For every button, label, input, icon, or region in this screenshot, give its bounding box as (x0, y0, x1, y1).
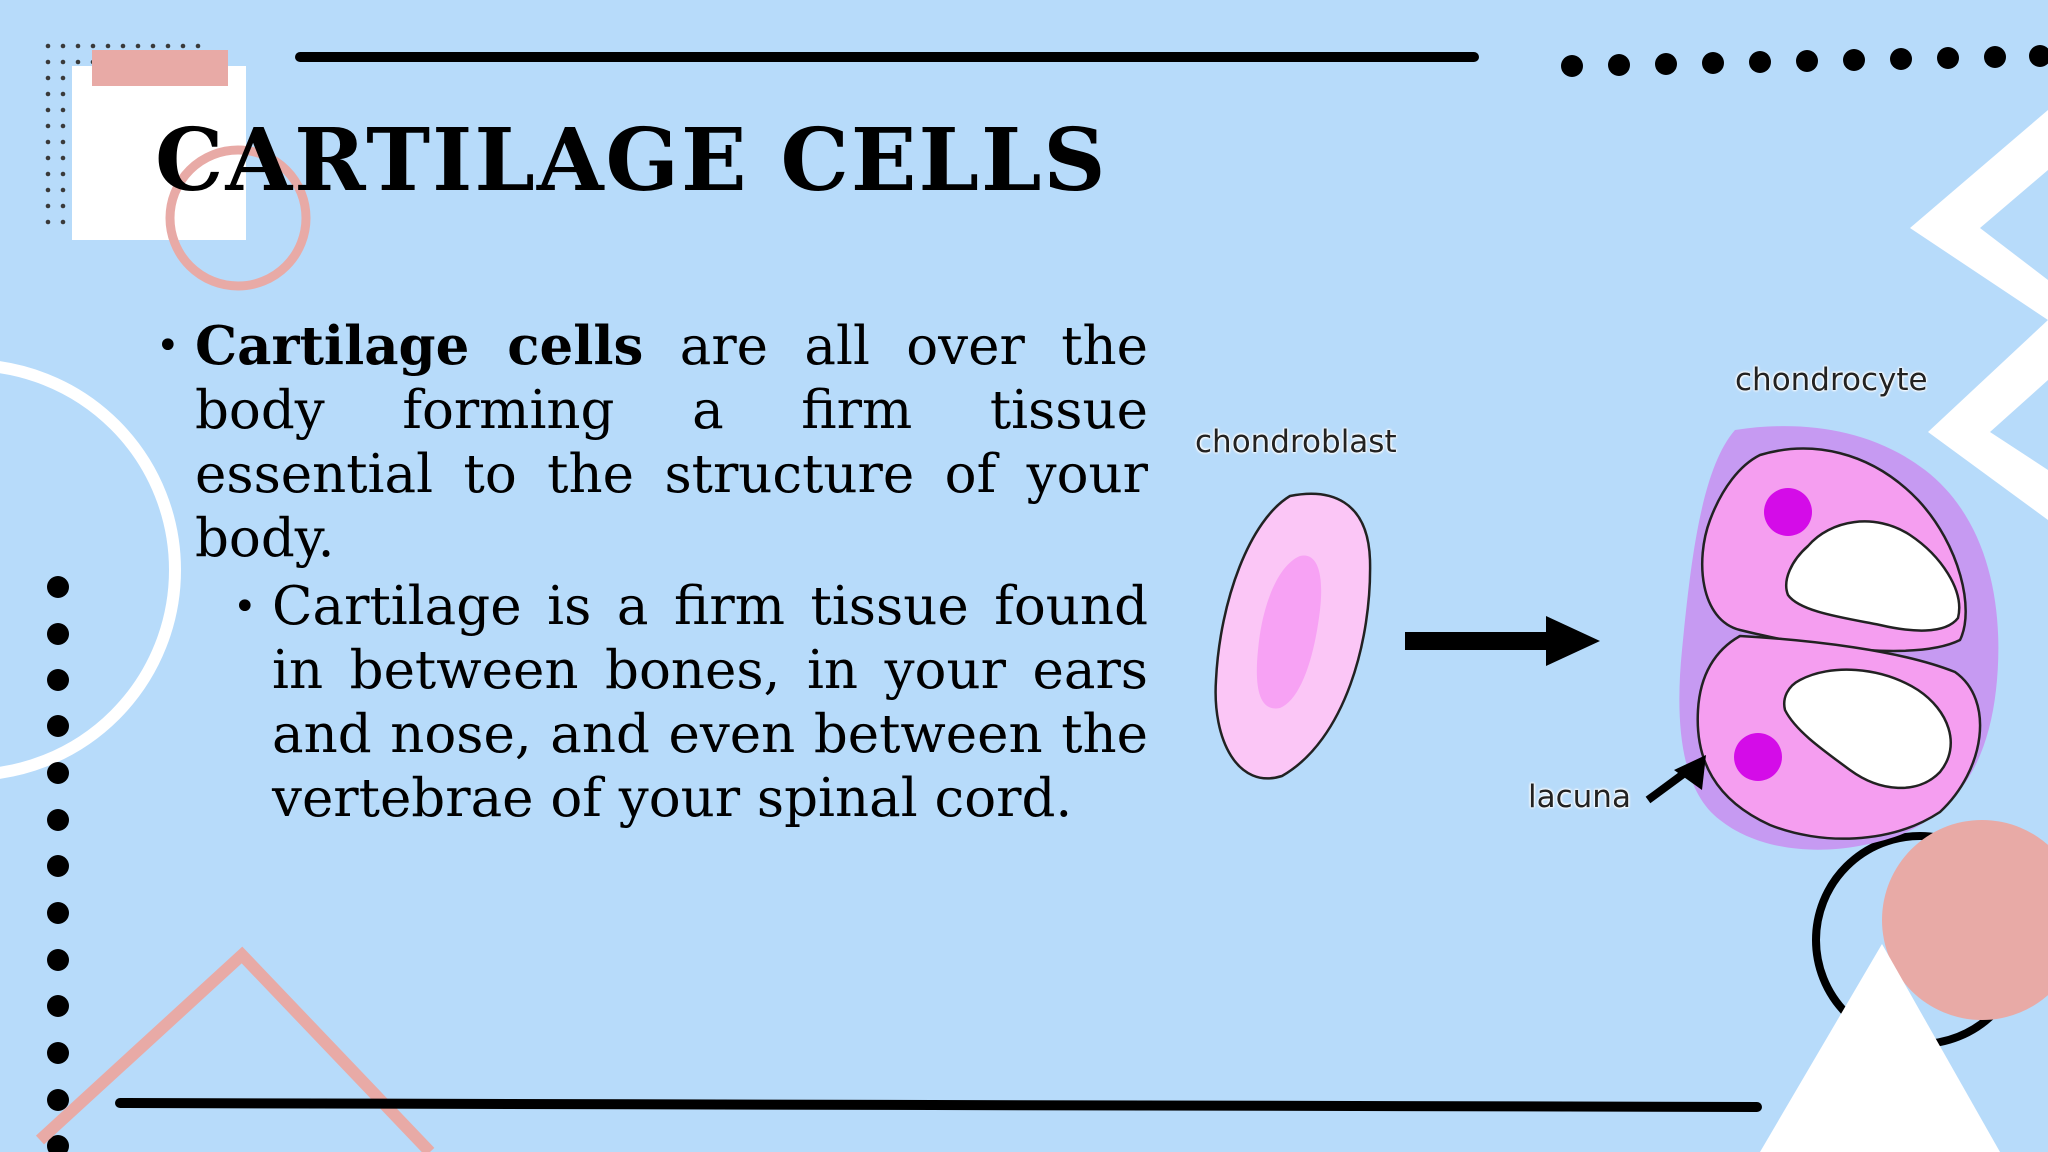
bullet-item-level-1: • Cartilage cells are all over the body … (150, 314, 1148, 571)
slide-title: CARTILAGE CELLS (155, 110, 1108, 211)
arrow-right-icon (1405, 616, 1600, 666)
lacuna-label: lacuna (1528, 779, 1631, 815)
chondrocyte-label: chondrocyte (1735, 362, 1928, 398)
bullet-dot-icon: • (233, 584, 257, 630)
white-ring-decoration (0, 361, 181, 779)
pink-circle-decoration (1882, 820, 2048, 1020)
arrow-pointer-icon (1645, 755, 1706, 804)
bullet-list: • Cartilage cells are all over the body … (150, 314, 1148, 831)
bottom-line-decoration (115, 1098, 1762, 1112)
chondrocyte-cell (1679, 426, 1999, 850)
bullet-item-level-2: • Cartilage is a firm tissue found in be… (150, 575, 1148, 831)
pink-bar-decoration (92, 50, 228, 86)
bullet-text: Cartilage is a firm tissue found in betw… (272, 576, 1148, 829)
bullet-text: are all over the body forming a firm tis… (195, 316, 1148, 569)
chondroblast-cell (1214, 492, 1372, 780)
top-dots-decoration (1561, 45, 2048, 77)
chondroblast-label: chondroblast (1195, 424, 1397, 460)
bullet-dot-icon: • (156, 323, 180, 369)
bullet-bold-text: Cartilage cells (195, 315, 644, 377)
zigzag-decoration (1910, 110, 2048, 520)
pink-triangle-decoration (35, 946, 435, 1152)
left-dots-decoration (47, 576, 69, 1152)
white-triangle-decoration (1760, 944, 2000, 1152)
pink-ring-decoration (165, 145, 311, 291)
dot-grid-decoration (45, 43, 201, 225)
